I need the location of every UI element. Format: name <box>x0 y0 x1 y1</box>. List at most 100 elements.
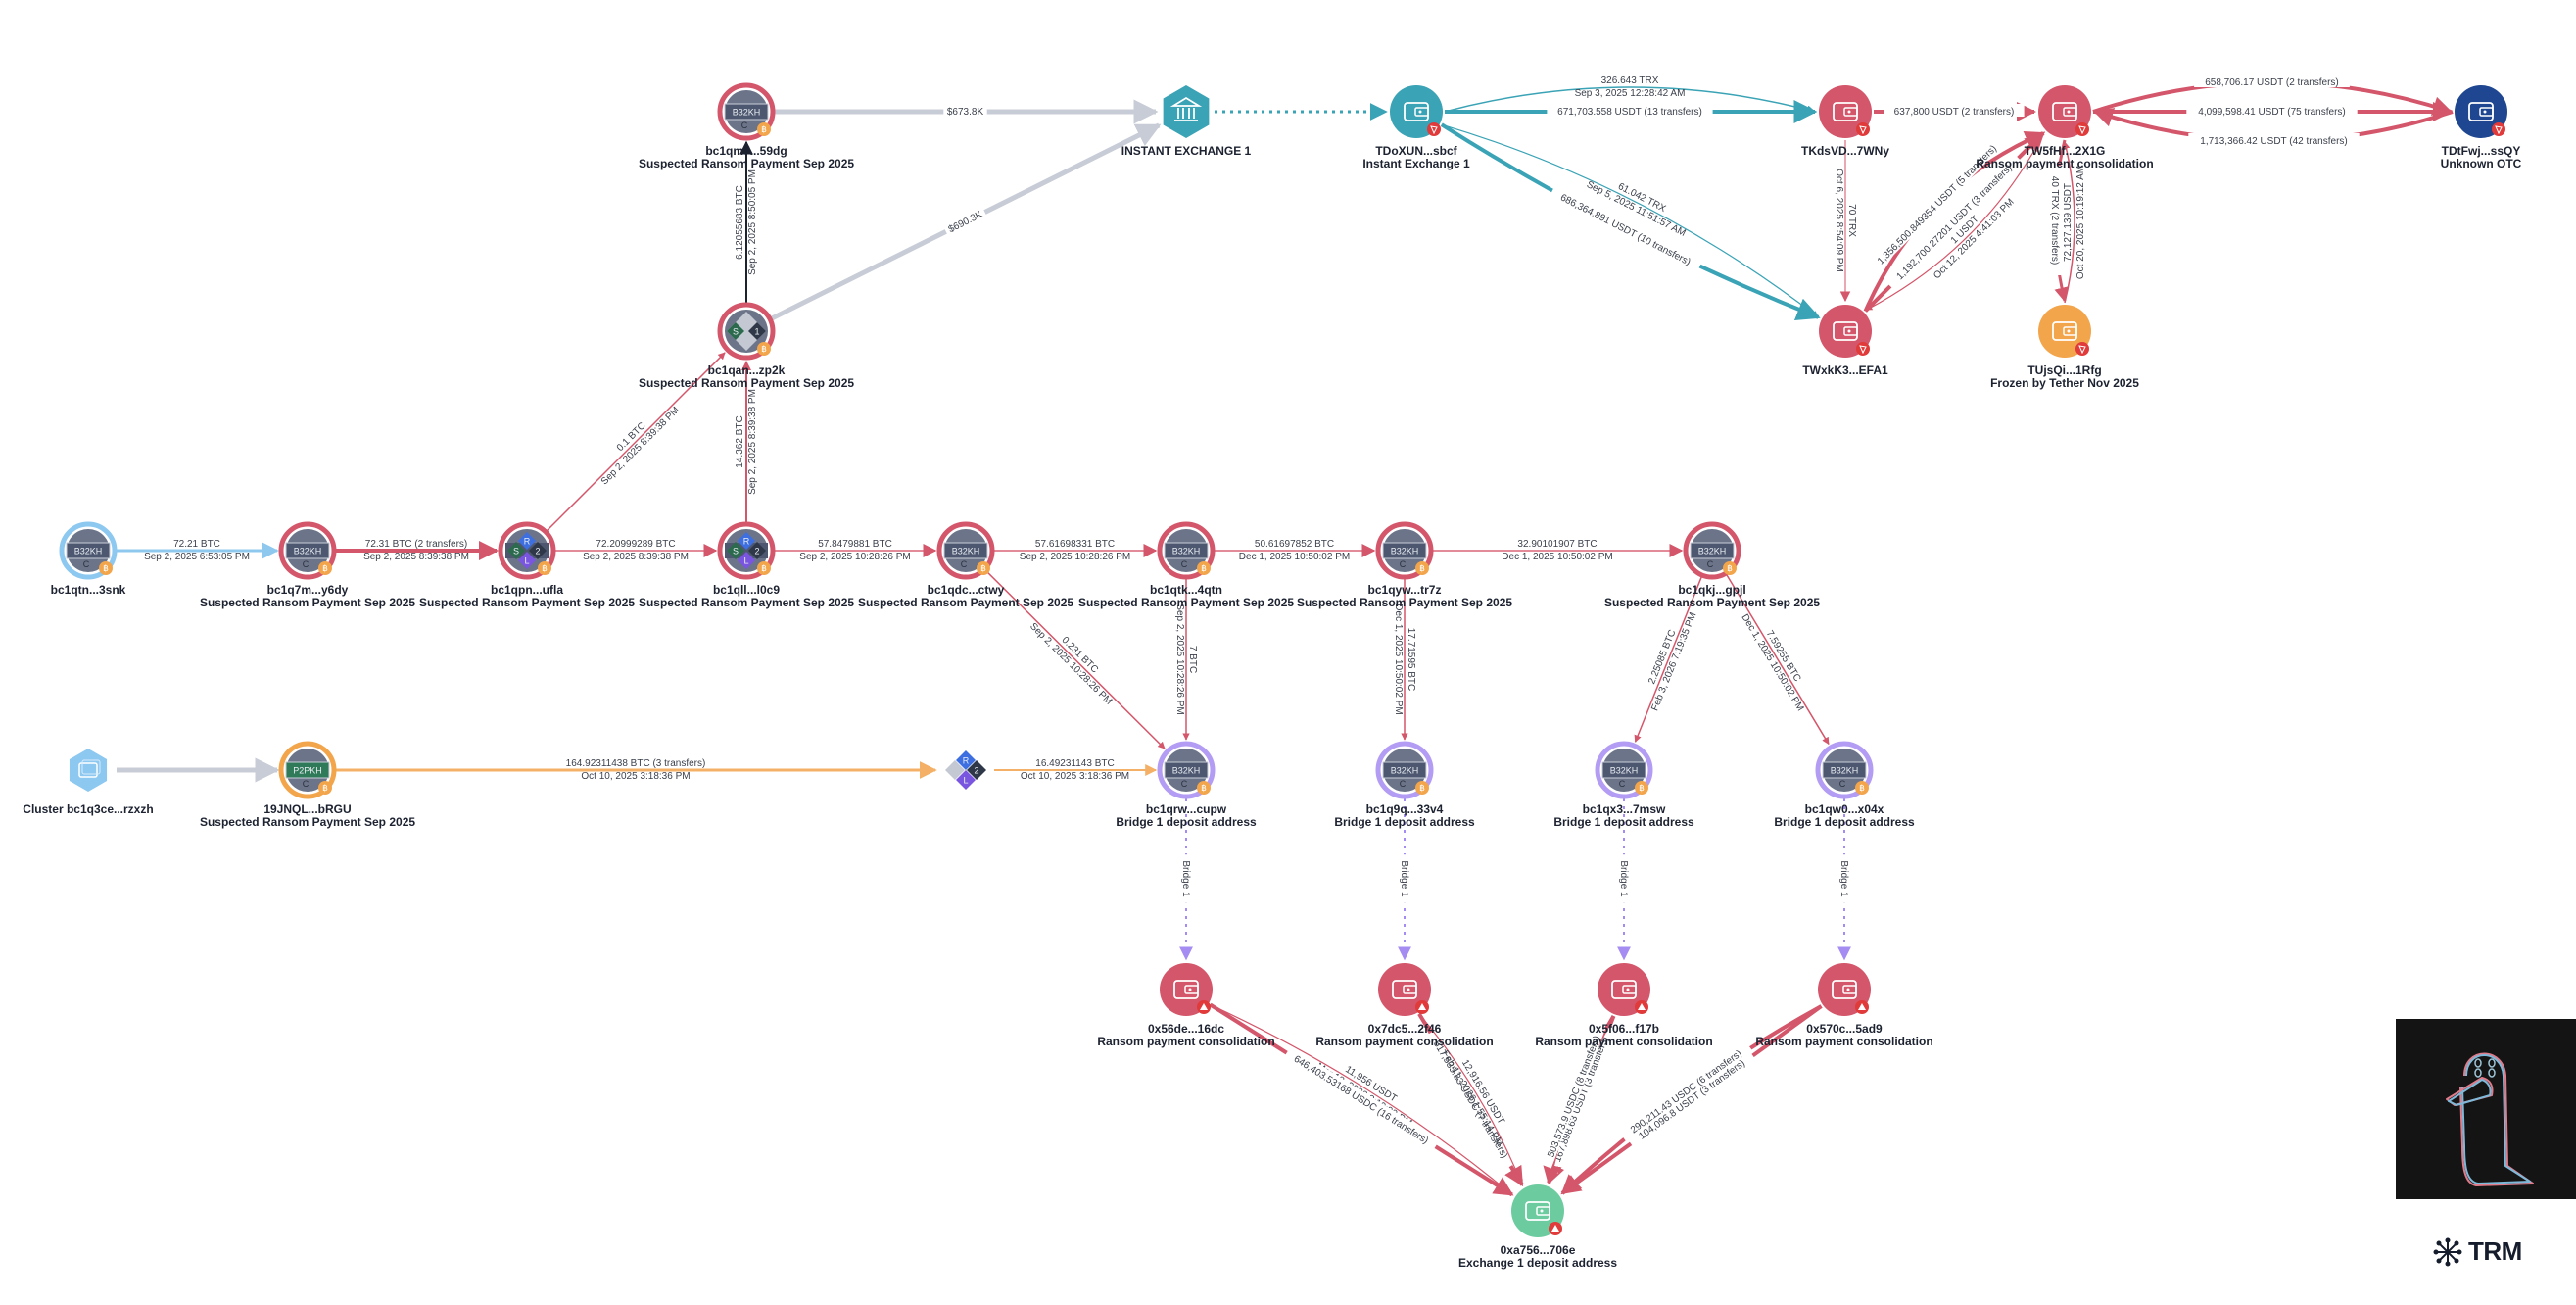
node-address-label[interactable]: INSTANT EXCHANGE 1 <box>1121 144 1252 158</box>
graph-node-efa1[interactable]: TWxkK3...EFA1 <box>1802 305 1888 377</box>
edge-timestamp-label: Dec 1, 2025 10:50:02 PM <box>1739 612 1805 713</box>
node-address-label[interactable]: bc1qan...zp2k <box>708 363 786 377</box>
edge-line[interactable] <box>546 352 726 532</box>
edge-n_2x1g-n_ssqy[interactable]: 4,099,598.41 USDT (75 transfers) <box>2093 102 2453 121</box>
edge-n_7msw-n_f17b[interactable]: Bridge 1 <box>1617 798 1632 961</box>
node-address-label[interactable]: 0xa756...706e <box>1501 1243 1576 1257</box>
node-address-label[interactable]: bc1qkj...gpjl <box>1678 583 1745 597</box>
node-address-label[interactable]: 0x7dc5...2f46 <box>1368 1022 1442 1036</box>
node-address-label[interactable]: 19JNQL...bRGU <box>263 802 351 816</box>
graph-node-7wny[interactable]: TKdsVD...7WNy <box>1801 85 1889 158</box>
edge-n_ssqy-n_2x1g[interactable]: 1,713,366.42 USDT (42 transfers) <box>2093 108 2454 147</box>
edge-n_cupw-n_16dc[interactable]: Bridge 1 <box>1179 798 1194 961</box>
node-address-label[interactable]: 0x56de...16dc <box>1148 1022 1224 1036</box>
edge-n_zp2k-n_ie1[interactable]: $690.3K <box>770 122 1162 321</box>
node-address-label[interactable]: bc1qdc...ctwy <box>928 583 1005 597</box>
edge-line[interactable] <box>1210 1003 1513 1195</box>
node-address-label[interactable]: TKdsVD...7WNy <box>1801 144 1889 158</box>
node-address-label[interactable]: TDtFwj...ssQY <box>2442 144 2521 158</box>
node-address-label[interactable]: TDoXUN...sbcf <box>1375 144 1457 158</box>
edge-line[interactable] <box>1418 1013 1523 1185</box>
edge-n_brgu-n_rl2[interactable]: 164.92311438 BTC (3 transfers)Oct 10, 20… <box>336 758 937 782</box>
graph-node-ie1[interactable]: INSTANT EXCHANGE 1 <box>1121 85 1252 158</box>
node-address-label[interactable]: bc1q7m...y6dy <box>267 583 349 597</box>
edge-line[interactable] <box>1726 574 1830 746</box>
node-address-label[interactable]: bc1qw0...x04x <box>1805 802 1884 816</box>
edge-line[interactable] <box>1866 131 2046 311</box>
edge-n_sbcf-n_7wny[interactable]: 671,703.558 USDT (13 transfers) <box>1445 100 1818 123</box>
edge-line[interactable] <box>1444 86 1816 115</box>
node-address-label[interactable]: TUjsQi...1Rfg <box>2027 363 2101 377</box>
graph-node-rl2[interactable]: R2L <box>945 750 986 790</box>
node-address-label[interactable]: Cluster bc1q3ce...rzxzh <box>23 802 153 816</box>
edge-n_33v4-n_2f46[interactable]: Bridge 1 <box>1398 798 1412 961</box>
node-address-label[interactable]: 0x570c...5ad9 <box>1806 1022 1883 1036</box>
edge-n_sbcf-n_efa1[interactable]: 686,364.891 USDT (10 transfers) <box>1440 122 1821 321</box>
edge-line[interactable] <box>1440 122 1821 321</box>
node-address-label[interactable]: TW5fHf...2X1G <box>2025 144 2106 158</box>
node-address-label[interactable]: 0x5f06...f17b <box>1589 1022 1659 1036</box>
node-address-label[interactable]: TWxkK3...EFA1 <box>1802 363 1888 377</box>
edge-n_2x1g-n_ssqy[interactable]: 658,706.17 USDT (2 transfers) <box>2092 74 2453 116</box>
edge-n_7wny-n_2x1g[interactable]: 637,800 USDT (2 transfers) <box>1874 102 2036 121</box>
node-address-label[interactable]: bc1qrw...cupw <box>1146 802 1227 816</box>
edge-line[interactable] <box>1441 123 1819 318</box>
node-address-label[interactable]: bc1qll...l0c9 <box>713 583 780 597</box>
node-address-label[interactable]: bc1qpn...ufla <box>491 583 563 597</box>
edge-n_2x1g-n_1rfg[interactable]: 40 TRX (2 transfers) <box>2049 139 2070 303</box>
edge-line[interactable] <box>985 569 1166 749</box>
node-address-label[interactable]: bc1qx3...7msw <box>1583 802 1666 816</box>
node-address-label[interactable]: bc1qm7...59dg <box>705 144 787 158</box>
graph-node-cluster[interactable]: Cluster bc1q3ce...rzxzh <box>23 749 154 816</box>
node-address-label[interactable]: bc1qyw...tr7z <box>1368 583 1442 597</box>
node-address-label[interactable]: bc1qtk...4qtn <box>1150 583 1222 597</box>
edge-line[interactable] <box>1634 576 1702 743</box>
node-address-label[interactable]: bc1q9q...33v4 <box>1366 802 1444 816</box>
edge-line[interactable] <box>2062 141 2075 304</box>
edge-n_x04x-n_5ad9[interactable]: Bridge 1 <box>1837 798 1852 961</box>
edge-n_59dg-n_ie1[interactable]: $673.8K <box>775 99 1159 124</box>
node-address-label[interactable]: bc1qtn...3snk <box>51 583 126 597</box>
edge-n_y6dy-n_ufla[interactable]: 72.31 BTC (2 transfers)Sep 2, 2025 8:39:… <box>336 539 499 562</box>
